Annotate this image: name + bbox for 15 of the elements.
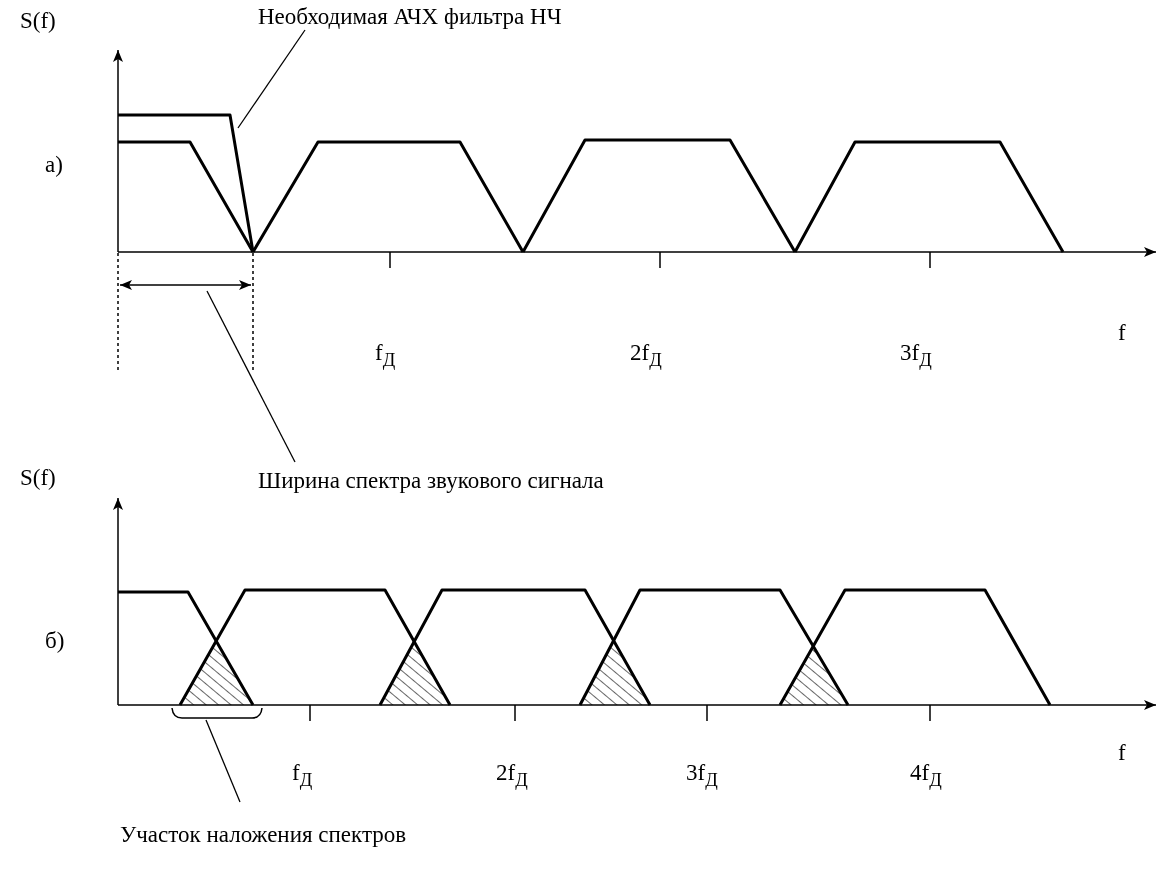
axis-label: f: [1118, 740, 1126, 766]
annotation-text: Ширина спектра звукового сигнала: [258, 468, 604, 493]
axis-label: S(f): [20, 465, 56, 491]
bracket: [171, 707, 263, 719]
panel-label: а): [45, 152, 63, 178]
panel-label: б): [45, 628, 65, 654]
axis-label: f: [1118, 320, 1126, 346]
axis-label: S(f): [20, 8, 56, 34]
filter-response-curve: [118, 113, 255, 253]
leader-line: [205, 719, 241, 803]
leader-line: [237, 29, 306, 129]
leader-line: [206, 290, 296, 463]
annotation-text: Необходимая АЧХ фильтра НЧ: [258, 4, 562, 29]
double-arrow: [119, 280, 252, 290]
annotation-text: Участок наложения спектров: [120, 822, 407, 847]
